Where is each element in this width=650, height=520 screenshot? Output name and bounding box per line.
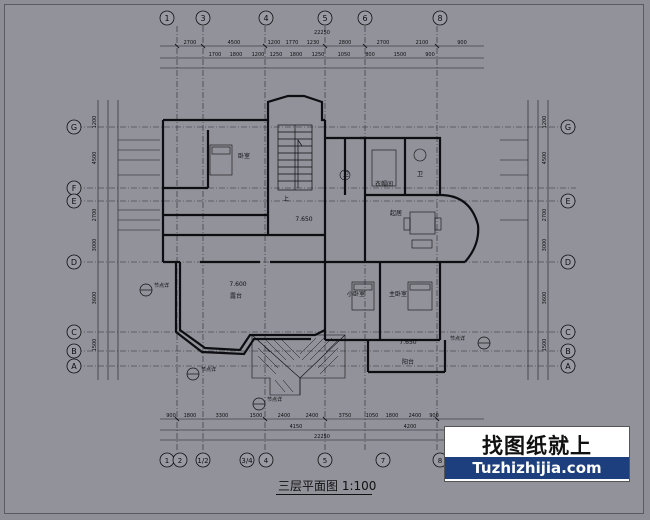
level-mark: 7.650 <box>399 339 416 346</box>
dim-bottom: 2400 <box>409 413 422 419</box>
dim-top: 2100 <box>416 40 429 46</box>
grid-col-bottom: 4 <box>264 457 269 465</box>
grid-row-left: F <box>72 184 77 193</box>
grid-row-right: B <box>565 347 571 356</box>
dim-top2: 900 <box>425 52 435 58</box>
dim-bottom: 1050 <box>366 413 379 419</box>
dim-bottom-total: 22250 <box>314 434 330 440</box>
room-label: 衣帽间 <box>375 180 393 188</box>
dim-top2: 1500 <box>394 52 407 58</box>
dim-bottom: 900 <box>166 413 176 419</box>
grid-row-right: E <box>565 197 570 206</box>
room-label: 主卧室 <box>389 290 407 298</box>
grid-col-bottom: 8 <box>438 457 442 465</box>
dim-bottom2: 4150 <box>290 424 303 430</box>
dim-top: 1200 <box>268 40 281 46</box>
room-label: 卧室 <box>238 152 250 160</box>
grid-col-top: 3 <box>200 14 205 23</box>
detail-callout: 节点详 <box>154 282 169 289</box>
watermark-brand-url: Tuzhizhijia.com <box>445 457 629 479</box>
grid-col-top: 4 <box>263 14 268 23</box>
room-label: 阳台 <box>402 358 414 366</box>
dim-top: 2700 <box>184 40 197 46</box>
grid-col-top: 1 <box>164 14 169 23</box>
room-label: 起居 <box>390 209 402 217</box>
dim-top: 2700 <box>377 40 390 46</box>
grid-row-left: G <box>71 123 77 132</box>
grid-row-left: B <box>71 347 77 356</box>
stair-label: 上 <box>283 195 289 203</box>
detail-callout: 节点详 <box>267 396 282 403</box>
grid-col-bottom: 5 <box>323 457 327 465</box>
room-label: 卫 <box>417 171 423 178</box>
title-underline <box>276 494 372 495</box>
dim-top: 1230 <box>307 40 320 46</box>
dim-left: 3000 <box>92 239 98 252</box>
dim-bottom: 3300 <box>216 413 229 419</box>
dim-top2: 1050 <box>338 52 351 58</box>
grid-row-right: D <box>565 258 571 267</box>
dim-bottom: 2400 <box>306 413 319 419</box>
level-mark: 7.600 <box>229 281 246 288</box>
dim-right: 4500 <box>542 152 548 165</box>
grid-col-bottom: 7 <box>381 457 385 465</box>
dim-bottom: 2400 <box>278 413 291 419</box>
dim-left: 2700 <box>92 209 98 222</box>
dim-left: 1200 <box>92 116 98 129</box>
dim-left: 1500 <box>92 339 98 352</box>
dim-top2: 1200 <box>252 52 265 58</box>
level-mark: 7.650 <box>295 216 312 223</box>
dim-top2: 1800 <box>290 52 303 58</box>
grid-col-top: 6 <box>362 14 367 23</box>
dim-bottom: 1500 <box>250 413 263 419</box>
room-label: 卫 <box>343 171 349 178</box>
grid-row-right: G <box>565 123 571 132</box>
dim-bottom: 1800 <box>386 413 399 419</box>
dim-top: 900 <box>457 40 467 46</box>
grid-col-bottom: 1/2 <box>197 457 208 465</box>
grid-row-left: E <box>71 197 76 206</box>
dim-right: 3600 <box>542 292 548 305</box>
dim-top-total: 22250 <box>314 30 330 36</box>
grid-row-left: A <box>71 362 77 371</box>
room-label: 小卧室 <box>347 290 365 298</box>
grid-row-right: C <box>565 328 571 337</box>
dim-right: 1500 <box>542 339 548 352</box>
dim-top2: 1250 <box>312 52 325 58</box>
dim-right: 2700 <box>542 209 548 222</box>
dim-top: 1770 <box>286 40 299 46</box>
dim-top2: 800 <box>365 52 375 58</box>
grid-col-top: 8 <box>437 14 442 23</box>
detail-callout: 节点详 <box>450 335 465 342</box>
grid-row-right: A <box>565 362 571 371</box>
detail-callout: 节点详 <box>201 366 216 373</box>
dim-top: 4500 <box>228 40 241 46</box>
watermark-brand-cn: 找图纸就上 <box>482 434 592 458</box>
dim-right: 1200 <box>542 116 548 129</box>
dim-right: 3000 <box>542 239 548 252</box>
grid-col-bottom: 2 <box>178 457 182 465</box>
dim-bottom2: 4200 <box>404 424 417 430</box>
dim-top2: 1250 <box>270 52 283 58</box>
grid-row-left: D <box>71 258 77 267</box>
dim-bottom: 3750 <box>339 413 352 419</box>
dim-bottom: 1800 <box>184 413 197 419</box>
room-label: 露台 <box>230 292 242 300</box>
dim-left: 3600 <box>92 292 98 305</box>
grid-col-bottom: 1 <box>165 457 169 465</box>
dim-bottom: 900 <box>429 413 439 419</box>
dim-top2: 1700 <box>209 52 222 58</box>
drawing-title: 三层平面图 1:100 <box>278 479 377 493</box>
grid-col-bottom: 3/4 <box>241 457 253 465</box>
grid-row-left: C <box>71 328 77 337</box>
dim-left: 4500 <box>92 152 98 165</box>
grid-col-top: 5 <box>322 14 327 23</box>
dim-top: 2800 <box>339 40 352 46</box>
grid-bubbles-top <box>159 10 448 26</box>
watermark-logo: 找图纸就上 Tuzhizhijia.com <box>444 426 630 482</box>
dim-top2: 1800 <box>230 52 243 58</box>
